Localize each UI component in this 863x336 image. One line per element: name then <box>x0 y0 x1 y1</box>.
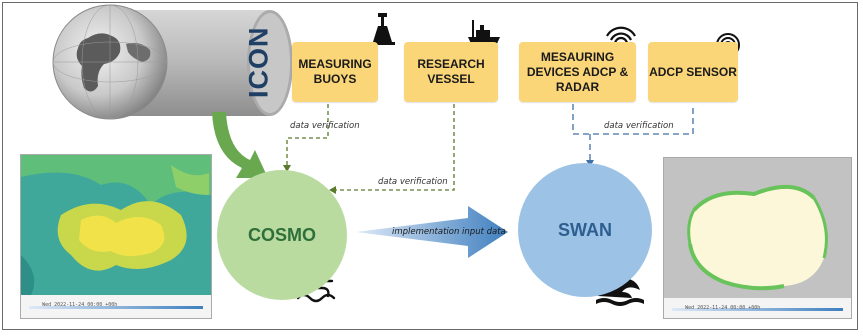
measuring-devices-box: MESAURING DEVICES ADCP & RADAR <box>519 42 636 102</box>
buoy-icon <box>370 13 395 45</box>
input-data-label: implementation input data <box>392 227 506 237</box>
adcp-sensor-box: ADCP SENSOR <box>648 42 738 102</box>
input-arrow <box>356 206 508 258</box>
verification-vessel-label: data verification <box>378 177 448 187</box>
cosmo-map: Wed 2022-11-24 00:00 +00h <box>20 154 212 319</box>
verification-left-connector <box>286 104 329 168</box>
swan-map: Wed 2022-11-24 00:00 +00h <box>663 157 852 319</box>
swan-node: SWAN <box>518 163 652 297</box>
cosmo-label: COSMO <box>247 224 316 245</box>
diagram-frame <box>2 2 858 330</box>
measuring-buoys-box: MEASURING BUOYS <box>292 42 378 102</box>
globe-icon <box>52 4 168 120</box>
swan-label: SWAN <box>558 219 612 240</box>
verification-right-label: data verification <box>604 121 674 131</box>
research-vessel-box: RESEARCH VESSEL <box>404 42 498 102</box>
icon-model-label: ICON <box>243 26 274 98</box>
verification-vessel-connector <box>336 104 455 191</box>
green-arrow <box>212 112 268 178</box>
cosmo-map-caption-line1: Wed 2022-11-24 00:00 +00h <box>42 302 118 308</box>
cosmo-map-caption: Wed 2022-11-24 00:00 +00h <box>24 296 117 314</box>
swan-map-caption: Wed 2022-11-24 00:00 +00h <box>667 299 760 317</box>
verification-right-connector <box>572 104 694 162</box>
swan-map-caption-line: Wed 2022-11-24 00:00 +00h <box>685 305 761 311</box>
verification-left-label: data verification <box>290 121 360 131</box>
cosmo-node: COSMO <box>217 170 347 300</box>
